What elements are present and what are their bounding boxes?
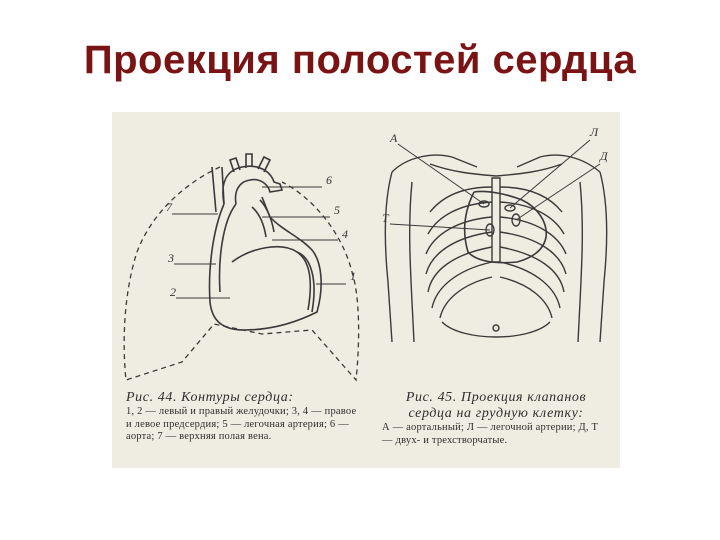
superior-vena-cava <box>211 166 225 213</box>
caption-left-title: Рис. 44. Контуры сердца: <box>126 390 294 405</box>
valve-pulmonary <box>504 204 516 212</box>
label-L: Л <box>589 125 599 139</box>
valve-mitral <box>511 213 521 227</box>
sternum <box>491 177 501 263</box>
left-arm <box>384 171 415 343</box>
label-7: 7 <box>166 200 173 214</box>
scanned-figure-plate: 7 3 2 6 5 4 1 <box>112 112 620 468</box>
ribs-right <box>499 186 567 319</box>
label-T: Т <box>382 211 390 225</box>
label-3: 3 <box>167 251 174 265</box>
label-1: 1 <box>350 269 356 283</box>
aorta <box>222 165 284 205</box>
thorax-figure <box>384 139 608 343</box>
label-A: А <box>389 131 398 145</box>
label-5: 5 <box>334 203 340 217</box>
label-D: Д <box>599 149 609 163</box>
caption-right: Рис. 45. Проекция клапанов сердца на гру… <box>382 390 610 447</box>
left-shoulder <box>391 154 478 173</box>
heart-projection <box>463 190 547 264</box>
chest-outline-dashed <box>123 166 360 382</box>
valve-aortic <box>478 200 490 208</box>
label-4: 4 <box>342 227 348 241</box>
caption-right-text: А — аортальный; Л — легочной артерии; Д,… <box>382 422 599 446</box>
left-ventricle-inner <box>296 251 315 313</box>
right-shoulder <box>516 154 601 173</box>
arch-branch-3 <box>257 155 272 173</box>
label-2: 2 <box>170 285 176 299</box>
caption-left: Рис. 44. Контуры сердца: 1, 2 — левый и … <box>126 390 364 444</box>
ribs-left <box>425 186 493 319</box>
label-6: 6 <box>326 173 332 187</box>
caption-right-title: Рис. 45. Проекция клапанов сердца на гру… <box>405 390 587 421</box>
right-arm <box>577 171 608 343</box>
heart-outline <box>208 196 322 331</box>
heart-diagrams: 7 3 2 6 5 4 1 <box>123 125 609 382</box>
slide-title: Проекция полостей сердца <box>83 38 637 82</box>
arch-branch-1 <box>228 156 241 173</box>
ventricles-divider <box>231 246 312 311</box>
abdomen <box>441 321 551 338</box>
navel <box>492 324 500 332</box>
caption-left-text: 1, 2 — левый и правый желудочки; 3, 4 — … <box>126 406 357 442</box>
pulmonary-trunk <box>251 199 275 238</box>
arch-branch-2 <box>245 153 253 168</box>
right-atrium-line <box>218 203 237 293</box>
clavicles <box>429 163 563 177</box>
heart-contour-figure <box>123 153 360 382</box>
